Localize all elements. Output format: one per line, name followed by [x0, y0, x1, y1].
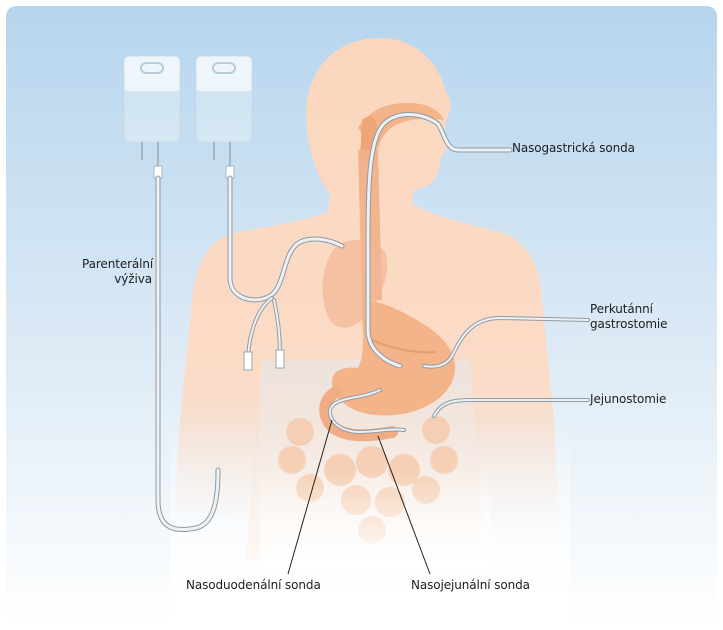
label-parenteral-line2: výživa [114, 272, 152, 286]
label-nasogastric-text: Nasogastrická sonda [512, 141, 635, 155]
label-nasoduodenal-text: Nasoduodenální sonda [186, 578, 321, 592]
feeding-bags [123, 55, 253, 179]
label-gastrostomy-line1: Perkutánní [590, 302, 653, 316]
label-gastrostomy-line2: gastrostomie [590, 317, 668, 331]
label-parenteral-line1: Parenterální [82, 257, 154, 271]
label-gastrostomy: Perkutánní gastrostomie [590, 302, 668, 332]
label-nasojejunal: Nasojejunální sonda [411, 578, 530, 593]
label-nasojejunal-text: Nasojejunální sonda [411, 578, 530, 592]
label-nasogastric: Nasogastrická sonda [512, 141, 635, 156]
catheter-connectors [243, 349, 285, 371]
organs [260, 103, 490, 570]
label-parenteral: Parenterální výživa [82, 257, 154, 287]
label-nasoduodenal: Nasoduodenální sonda [186, 578, 321, 593]
label-jejunostomy: Jejunostomie [590, 392, 666, 407]
tubes [155, 111, 590, 533]
leader-lines [287, 419, 431, 575]
bag-right [195, 55, 253, 179]
label-jejunostomy-text: Jejunostomie [590, 392, 667, 406]
